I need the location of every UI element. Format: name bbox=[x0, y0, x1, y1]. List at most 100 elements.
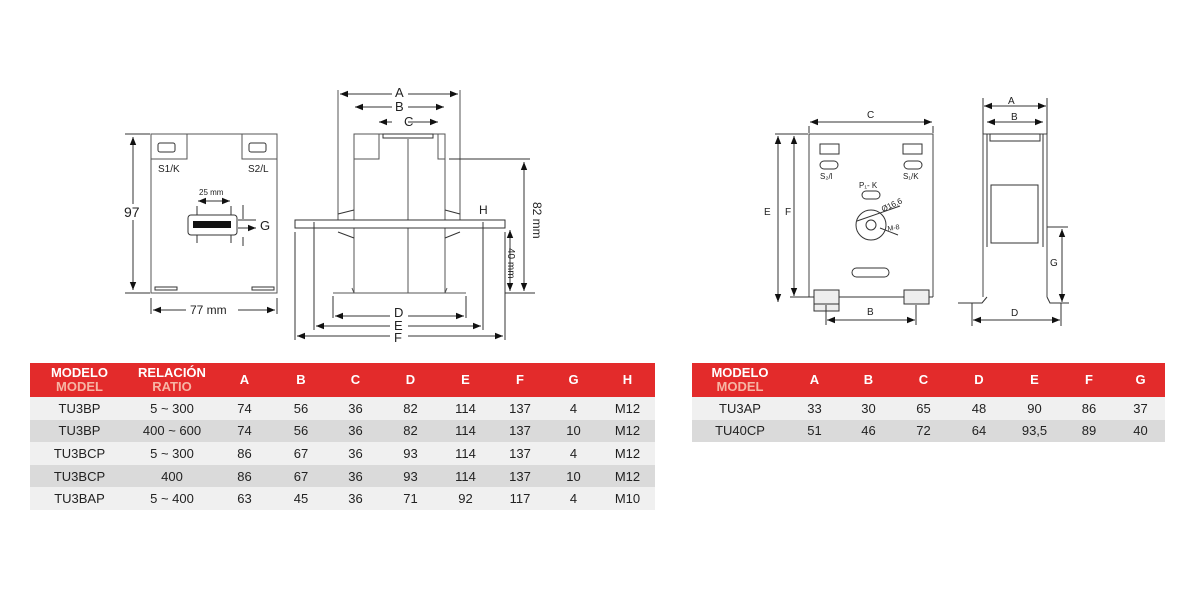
table-cell: 137 bbox=[493, 464, 547, 488]
table-cell: 400 bbox=[129, 464, 215, 488]
header-label: F bbox=[516, 372, 524, 387]
column-header: B bbox=[274, 363, 328, 397]
table-cell: 114 bbox=[438, 464, 493, 488]
column-header: F bbox=[493, 363, 547, 397]
table-cell: 137 bbox=[493, 397, 547, 420]
header-sublabel: MODEL bbox=[56, 379, 103, 394]
dim-g-side-label: G bbox=[1050, 258, 1058, 269]
width-77-label: 77 mm bbox=[190, 303, 227, 317]
table-cell: 10 bbox=[547, 464, 600, 488]
dim-c-label: C bbox=[404, 114, 413, 129]
header-label: F bbox=[1085, 372, 1093, 387]
header-label: C bbox=[350, 372, 361, 387]
column-header: A bbox=[788, 363, 841, 397]
height-82-label: 82 mm bbox=[530, 202, 544, 239]
table-cell: 86 bbox=[215, 442, 274, 465]
table-cell: 48 bbox=[951, 397, 1007, 420]
column-header: D bbox=[951, 363, 1007, 397]
terminal-s1k-label: S1/K bbox=[158, 164, 180, 175]
table-cell: 86 bbox=[215, 464, 274, 488]
model-cell: TU3BAP bbox=[30, 487, 129, 510]
column-header: H bbox=[600, 363, 655, 397]
diameter-label: Ø16,6 bbox=[880, 196, 904, 214]
column-header: G bbox=[547, 363, 600, 397]
table-cell: 93 bbox=[383, 464, 438, 488]
header-label: H bbox=[622, 372, 633, 387]
table-cell: 56 bbox=[274, 397, 328, 420]
header-sublabel: MODEL bbox=[716, 379, 764, 394]
column-header: C bbox=[896, 363, 951, 397]
table-cell: 71 bbox=[383, 487, 438, 510]
table-cell: 51 bbox=[788, 419, 841, 443]
table-cell: 45 bbox=[274, 487, 328, 510]
table-cell: 30 bbox=[841, 397, 896, 420]
table-cell: 93 bbox=[383, 442, 438, 465]
table-cell: 89 bbox=[1062, 419, 1116, 443]
table-cell: 4 bbox=[547, 487, 600, 510]
dim-h-label: H bbox=[479, 203, 488, 217]
table-cell: 137 bbox=[493, 442, 547, 465]
table-cell: 56 bbox=[274, 419, 328, 443]
table-cell: 114 bbox=[438, 442, 493, 465]
table-cell: 37 bbox=[1116, 397, 1165, 420]
column-header: F bbox=[1062, 363, 1116, 397]
slot-g-label: G bbox=[260, 218, 270, 233]
model-cell: TU3AP bbox=[692, 397, 788, 420]
table-cell: 36 bbox=[328, 397, 383, 420]
dimension-drawings: S1/K S2/L 25 mm G 97 77 mm A B C H bbox=[122, 85, 1069, 345]
table-cell: 46 bbox=[841, 419, 896, 443]
dim-a-side-label: A bbox=[1008, 96, 1015, 107]
header-label: MODELO bbox=[50, 365, 109, 380]
table-cell: 36 bbox=[328, 464, 383, 488]
dim-e-label: E bbox=[394, 318, 403, 333]
header-label: D bbox=[405, 372, 416, 387]
slot-width-label: 25 mm bbox=[199, 188, 224, 197]
table-cell: 10 bbox=[547, 419, 600, 443]
table-cell: M12 bbox=[600, 442, 655, 465]
terminal-s1k-right-label: S₁/K bbox=[903, 172, 919, 181]
dim-d-side-label: D bbox=[1011, 308, 1018, 319]
header-label: B bbox=[296, 372, 306, 387]
table-cell: 74 bbox=[215, 397, 274, 420]
header-label: D bbox=[974, 372, 984, 387]
header-label: MODELO bbox=[711, 365, 769, 380]
dim-f-right-label: F bbox=[785, 207, 791, 218]
model-cell: TU3BP bbox=[30, 419, 129, 443]
dim-c-right-label: C bbox=[867, 110, 874, 121]
header-label: E bbox=[461, 372, 470, 387]
table-cell: 5 ~ 300 bbox=[129, 442, 215, 465]
header-label: C bbox=[918, 372, 929, 387]
table-cell: 36 bbox=[328, 487, 383, 510]
table-cell: 400 ~ 600 bbox=[129, 419, 215, 443]
table-cell: 64 bbox=[951, 419, 1007, 443]
height-97-label: 97 bbox=[124, 204, 140, 220]
left-front-view: S1/K S2/L 25 mm G 97 77 mm bbox=[122, 133, 278, 317]
table-cell: 63 bbox=[215, 487, 274, 510]
header-label: G bbox=[568, 372, 579, 387]
table-cell: 4 bbox=[547, 442, 600, 465]
header-label: B bbox=[863, 372, 874, 387]
table-cell: 93,5 bbox=[1007, 419, 1062, 443]
terminal-s2l-label: S2/L bbox=[248, 164, 269, 175]
column-header: E bbox=[438, 363, 493, 397]
header-label: A bbox=[809, 372, 820, 387]
dim-f-label: F bbox=[394, 330, 402, 345]
model-cell: TU40CP bbox=[692, 419, 788, 443]
table-cell: 33 bbox=[788, 397, 841, 420]
table-cell: 72 bbox=[896, 419, 951, 443]
column-header: E bbox=[1007, 363, 1062, 397]
table-cell: 36 bbox=[328, 419, 383, 443]
height-40-label: 40 mm bbox=[505, 248, 516, 279]
table-cell: 92 bbox=[438, 487, 493, 510]
dim-d-label: D bbox=[394, 305, 403, 320]
table-cell: M12 bbox=[600, 419, 655, 443]
table-cell: 90 bbox=[1007, 397, 1062, 420]
